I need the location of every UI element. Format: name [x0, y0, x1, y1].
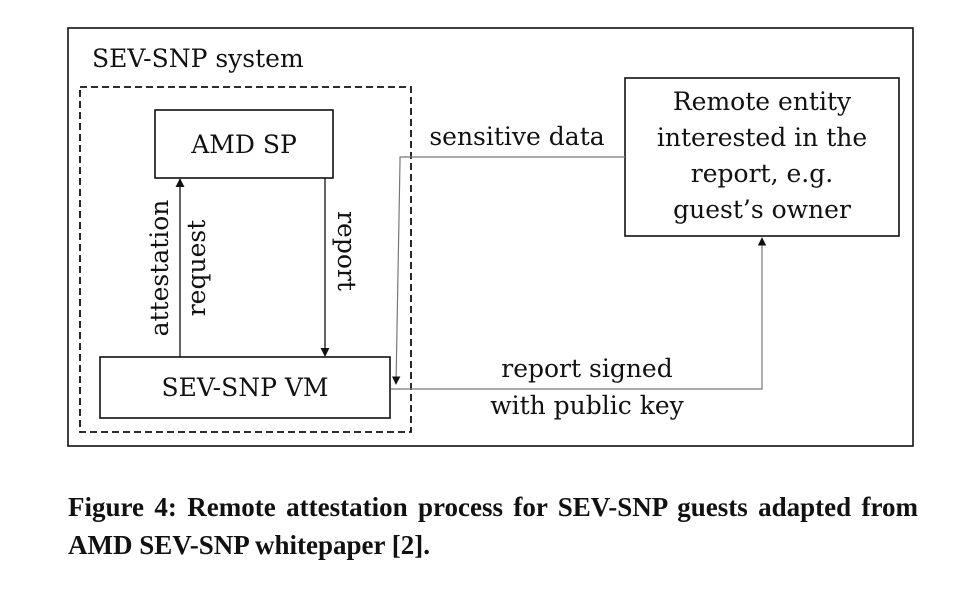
remote-entity-line-4: guest’s owner — [673, 195, 851, 224]
report-signed-label-line-2: with public key — [490, 391, 684, 420]
sensitive-data-arrow — [391, 156, 625, 385]
vm-label: SEV-SNP VM — [161, 373, 328, 402]
figure-caption: Figure 4: Remote attestation process for… — [68, 492, 918, 560]
sensitive-data-label: sensitive data — [429, 122, 604, 151]
request-label: request — [182, 220, 211, 317]
remote-entity-line-2: interested in the — [657, 123, 867, 152]
remote-entity-line-1: Remote entity — [673, 87, 852, 116]
outer-frame — [67, 27, 914, 447]
report-signed-arrow — [391, 237, 767, 390]
report-label: report — [332, 211, 361, 291]
vm-box — [99, 356, 391, 419]
attestation-label: attestation — [145, 200, 174, 337]
system-boundary — [79, 86, 412, 433]
remote-entity-line-3: report, e.g. — [691, 159, 833, 188]
remote-entity-box — [624, 77, 900, 237]
amd-sp-box — [154, 109, 334, 179]
amd-sp-label: AMD SP — [190, 130, 297, 159]
report-signed-label-line-1: report signed — [501, 354, 672, 383]
system-label: SEV-SNP system — [92, 44, 304, 73]
